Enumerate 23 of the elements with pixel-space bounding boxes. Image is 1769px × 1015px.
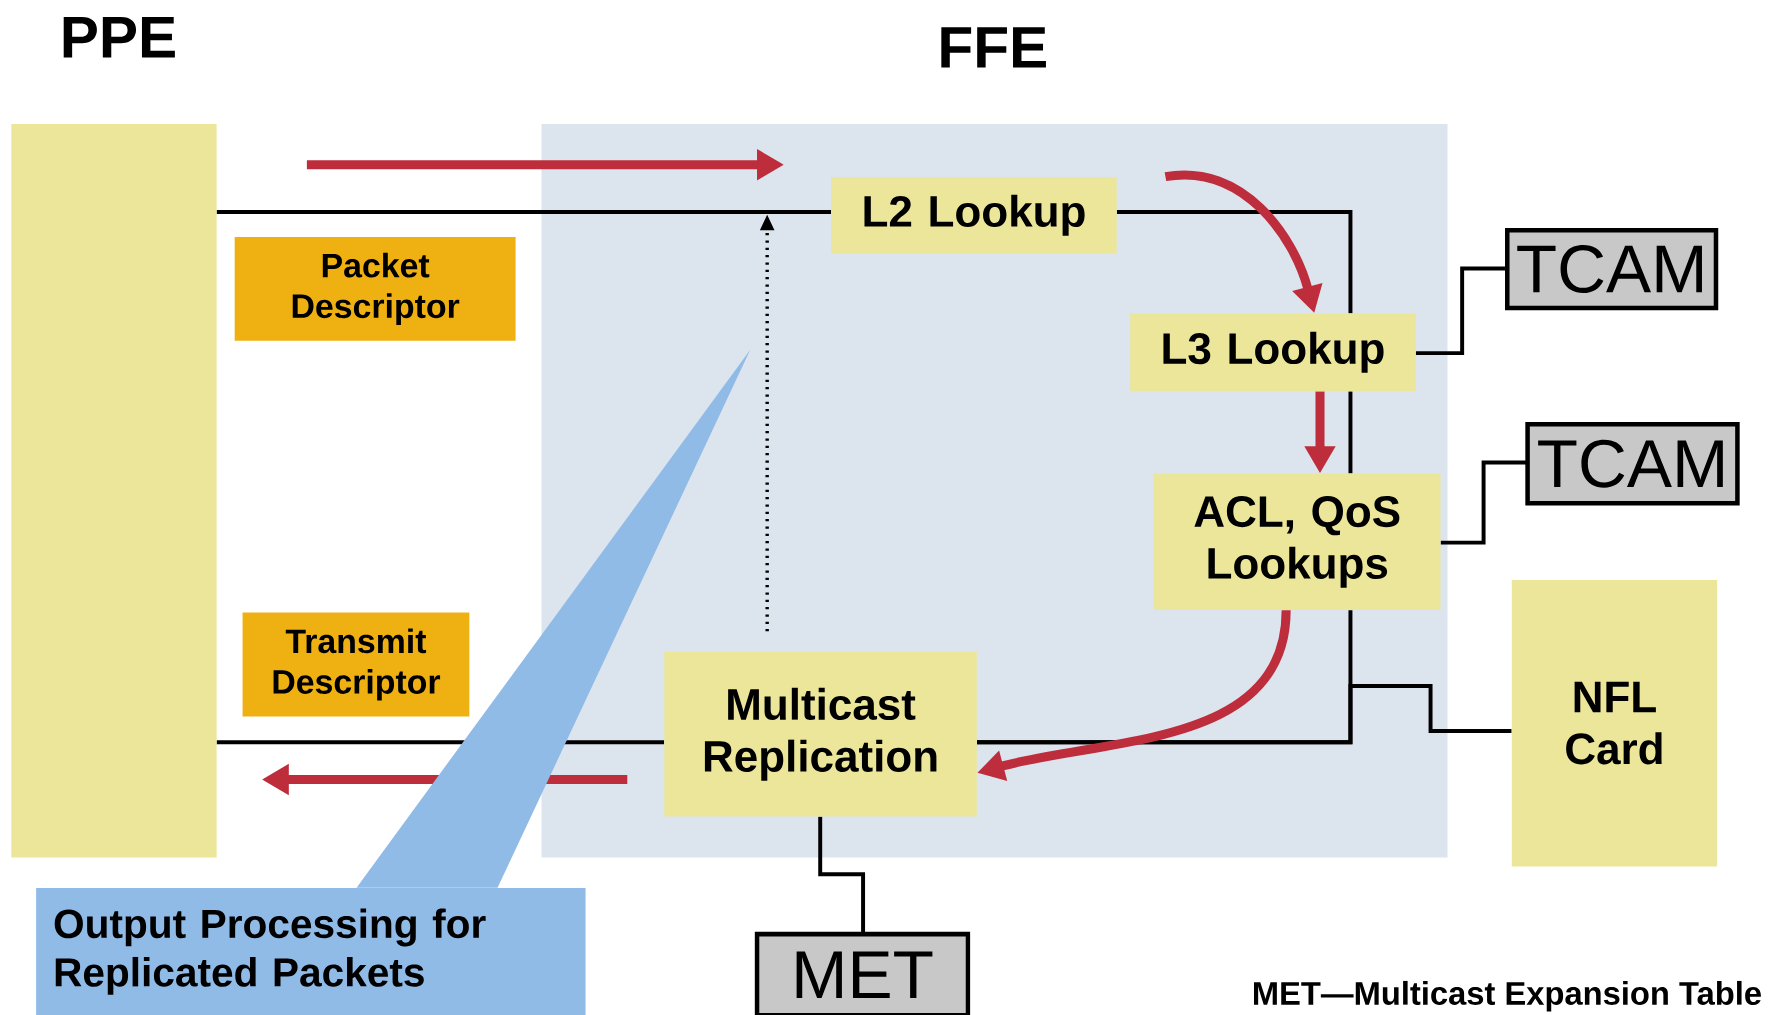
lookup-box: ACL, QoS Lookups (1153, 473, 1441, 610)
node-label: FFE (941, 27, 1046, 68)
connector-line (977, 683, 1512, 745)
connector-line (216, 209, 832, 214)
connector-line (1415, 266, 1508, 355)
replication-box: Multicast Replication (664, 651, 977, 817)
connector-line (818, 816, 866, 934)
connector-line (1348, 391, 1353, 474)
lookup-box: L3 Lookup (1130, 313, 1416, 392)
descriptor-box: Transmit Descriptor (242, 612, 470, 717)
descriptor-box: Packet Descriptor (234, 236, 516, 341)
callout-box: Output Processing for Replicated Packets (36, 887, 586, 1015)
tcam-box: TCAM (1505, 227, 1719, 311)
connector-line (1116, 209, 1353, 313)
leader-line (356, 349, 751, 888)
lookup-box: L2 Lookup (831, 176, 1117, 254)
tcam-box: TCAM (1525, 421, 1740, 506)
ppe-block: PPE (11, 16, 217, 858)
nfl-card-box: NFL Card (1511, 579, 1718, 867)
node-label: PPE (63, 16, 175, 58)
connector-line (1440, 460, 1528, 545)
footnote: MET—Multicast Expansion Table (1254, 980, 1761, 1012)
met-box: MET (754, 931, 971, 1015)
